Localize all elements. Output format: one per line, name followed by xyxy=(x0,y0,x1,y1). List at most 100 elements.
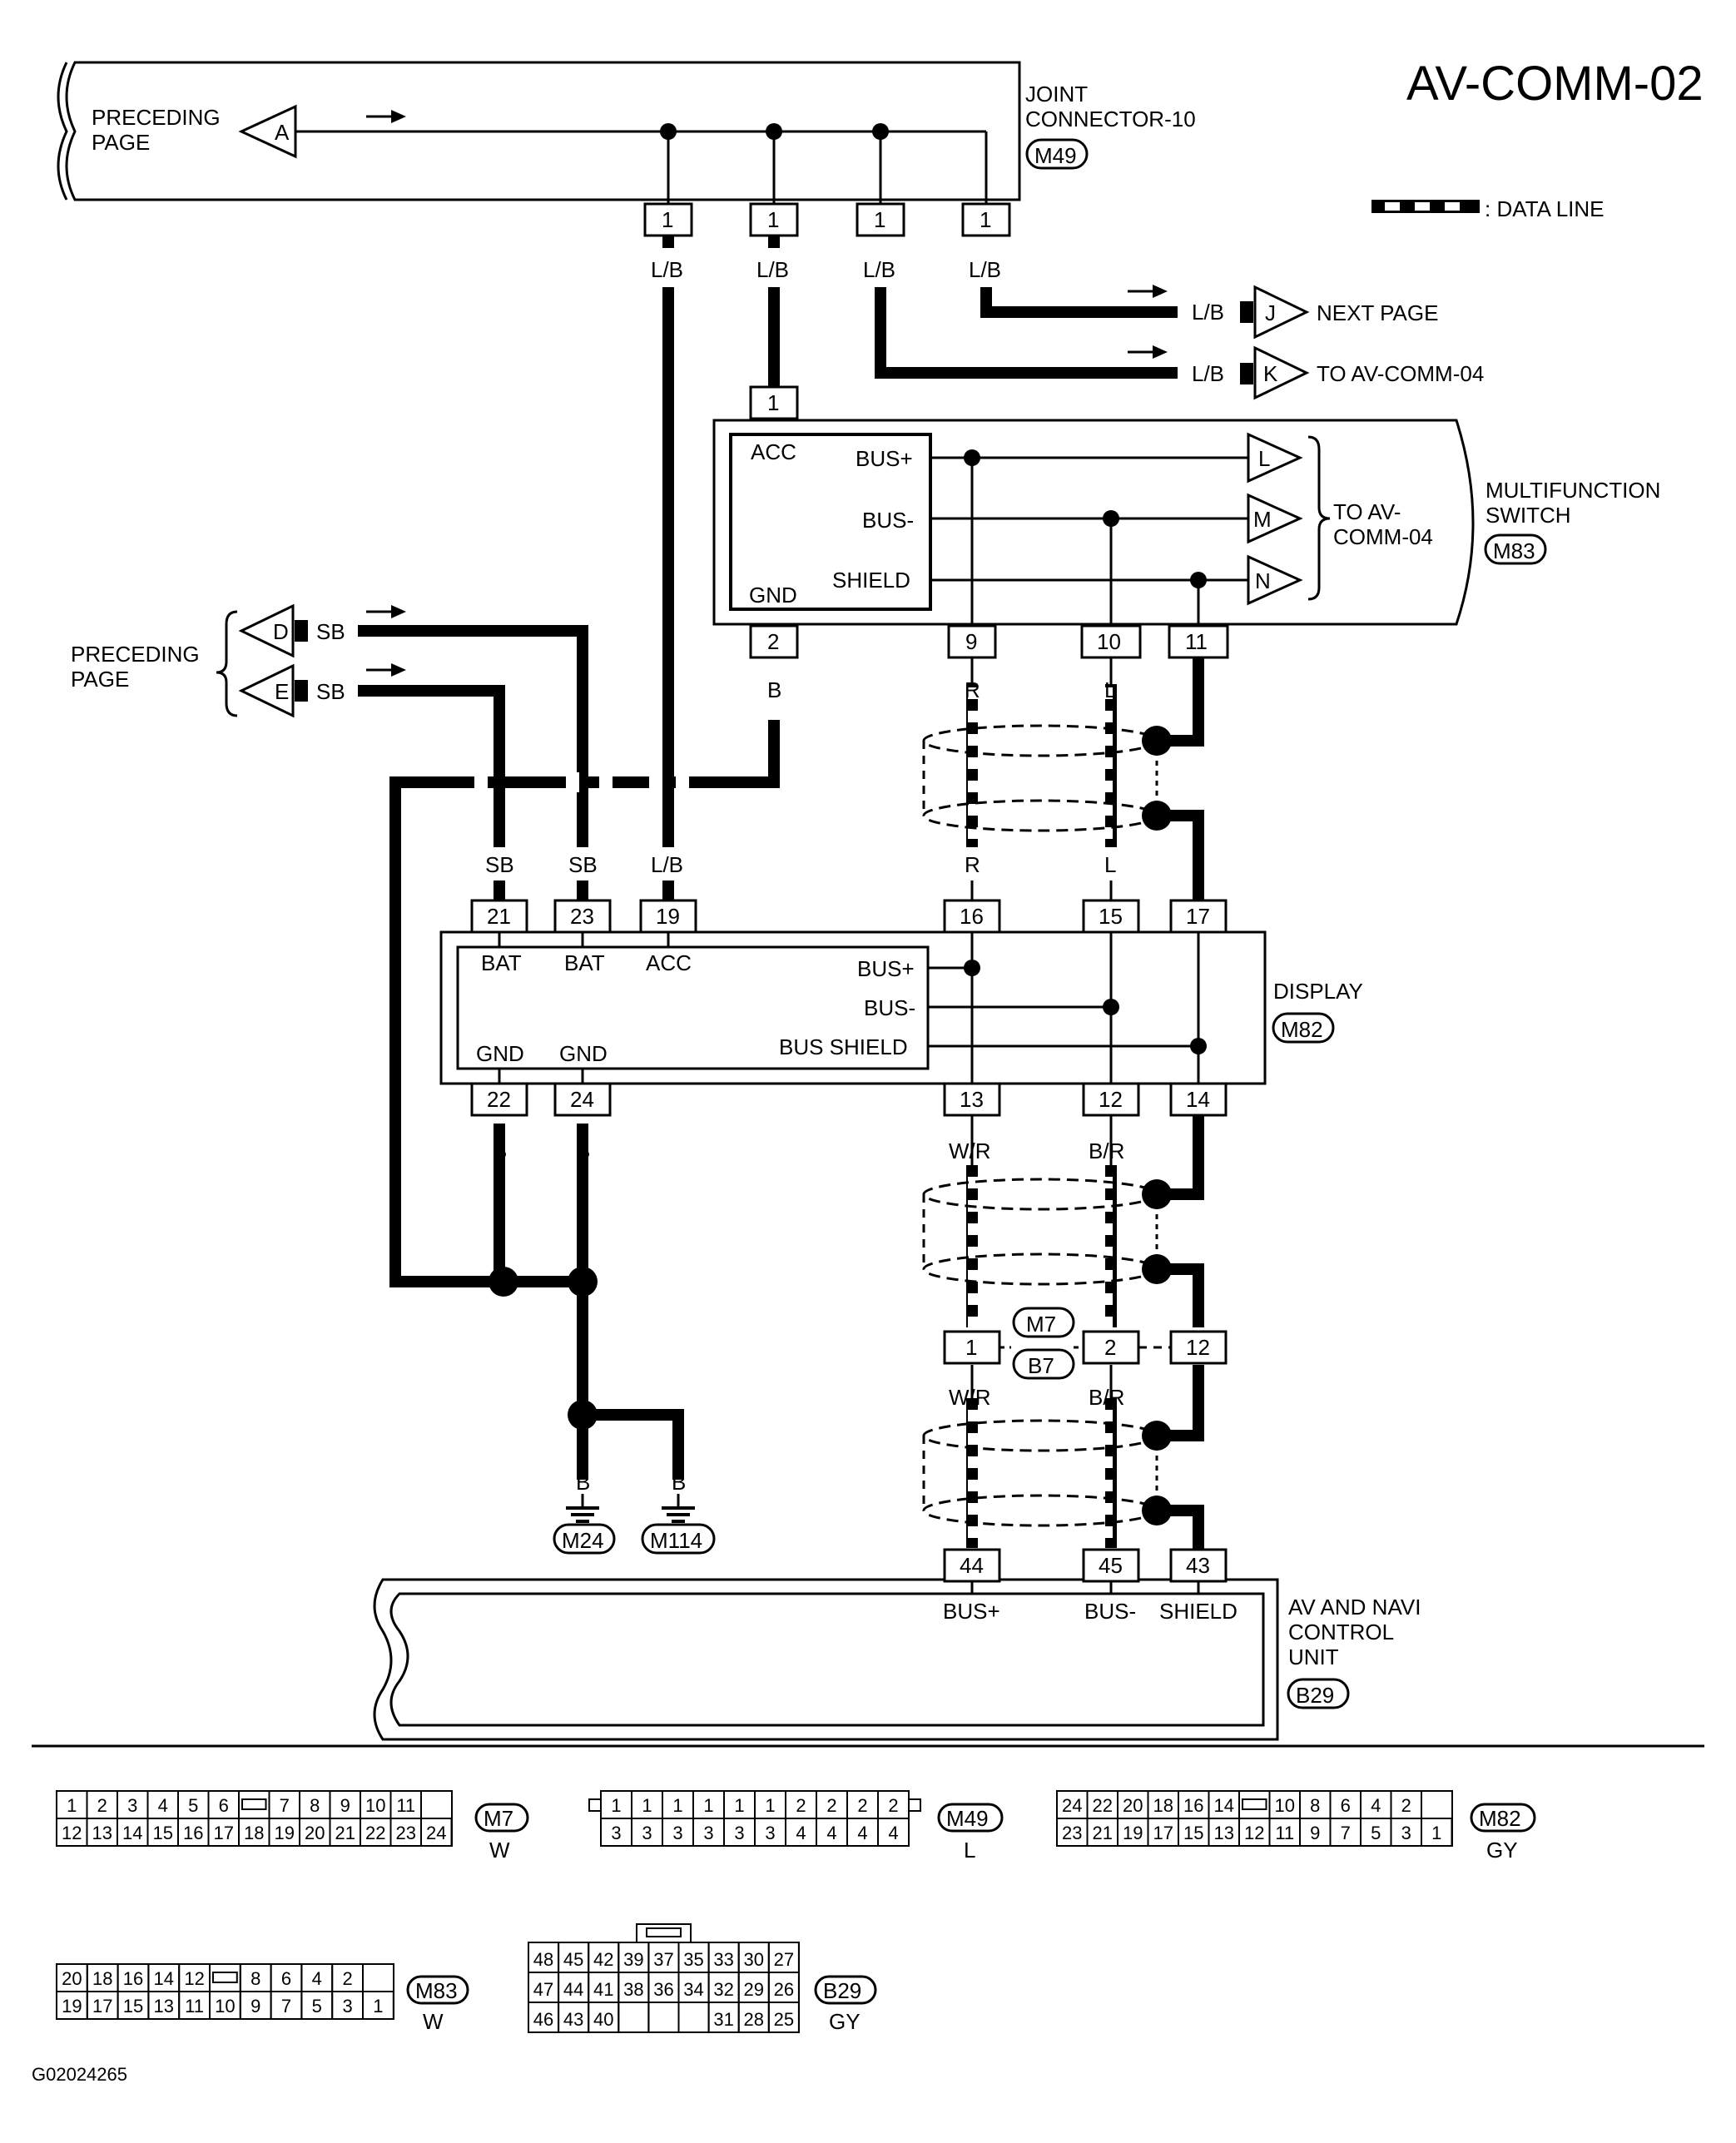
ms-pin-10: 10 xyxy=(1097,629,1121,654)
disp-pin-13: 13 xyxy=(960,1087,984,1112)
connector-pin-number: 18 xyxy=(1153,1795,1173,1816)
av-title-1: AV AND NAVI xyxy=(1288,1595,1421,1620)
connector-cell xyxy=(618,2002,650,2033)
connector-pin-number: 21 xyxy=(1093,1823,1113,1843)
connector-pin-number: 1 xyxy=(672,1795,682,1816)
connector-pin-number: 28 xyxy=(744,2009,764,2030)
connector-pin-number: 11 xyxy=(396,1795,415,1816)
connector-pin-number: 4 xyxy=(312,1968,322,1989)
jc-pin-1: 1 xyxy=(662,207,673,232)
connector-pin-number: 4 xyxy=(796,1823,806,1843)
connector-cell xyxy=(238,1790,270,1819)
ms-pin-gnd: 2 xyxy=(767,629,779,654)
disp-pin-17: 17 xyxy=(1186,904,1210,929)
connector-pin-number: 2 xyxy=(1401,1795,1411,1816)
disp-wire-22: B xyxy=(493,1138,507,1163)
marker-k: K xyxy=(1263,361,1278,386)
ms-to-label-1: TO AV- xyxy=(1333,499,1401,524)
b29-face-id: B29 xyxy=(823,1978,861,2003)
thick-wires xyxy=(358,236,1204,1550)
display-top-pins: 21 23 19 16 15 17 xyxy=(470,899,1228,934)
junction-id-top: M7 xyxy=(1026,1312,1056,1337)
connector-pin-number: 16 xyxy=(183,1823,203,1843)
connector-pin-number: 2 xyxy=(342,1968,352,1989)
display-unit: DISPLAY M82 BAT BAT ACC BUS+ BUS- BUS SH… xyxy=(439,930,1363,1085)
connector-pin-number: 8 xyxy=(250,1968,260,1989)
ms-id: M83 xyxy=(1493,538,1535,563)
connector-pin-number: 9 xyxy=(1310,1823,1320,1843)
jc-pin-2: 1 xyxy=(767,207,779,232)
preceding-page-left: PRECEDING PAGE D SB E SB xyxy=(71,603,345,718)
disp-term-bus-shield: BUS SHIELD xyxy=(779,1034,908,1059)
data-line-legend: : DATA LINE xyxy=(1371,196,1605,221)
connector-pin-number: 42 xyxy=(593,1949,613,1970)
jc-wire-2: L/B xyxy=(756,257,789,282)
ms-to-label-2: COMM-04 xyxy=(1333,524,1433,549)
connector-pin-number: 4 xyxy=(826,1823,836,1843)
ms-term-acc: ACC xyxy=(751,439,796,464)
gnd-id-2: M114 xyxy=(650,1528,702,1553)
connector-pin-number: 18 xyxy=(92,1968,112,1989)
junction-id-bottom: B7 xyxy=(1028,1353,1054,1378)
upper-wire-l-bottom: L xyxy=(1104,852,1116,877)
preceding-left-line2: PAGE xyxy=(71,667,129,692)
lower-data-lines xyxy=(922,1115,1204,1548)
connector-pin-number: 7 xyxy=(1341,1823,1351,1843)
disp-wire-12: B/R xyxy=(1089,1138,1124,1163)
m83-face-id: M83 xyxy=(415,1978,458,2003)
connector-pin-number: 46 xyxy=(533,2009,553,2030)
connector-cell xyxy=(362,1991,394,2020)
connector-cell xyxy=(767,2002,800,2033)
connector-pin-number: 6 xyxy=(1341,1795,1351,1816)
joint-connector-title-2: CONNECTOR-10 xyxy=(1025,107,1196,131)
jc-pin-4: 1 xyxy=(980,207,991,232)
connector-pin-number: 11 xyxy=(1275,1823,1294,1843)
joint-connector-wire-colors: L/B L/B L/B L/B xyxy=(651,257,1001,282)
disp-pin-19: 19 xyxy=(656,904,680,929)
preceding-left-line1: PRECEDING xyxy=(71,642,200,667)
av-term-shield: SHIELD xyxy=(1159,1599,1238,1624)
upper-data-lines: R L R L xyxy=(922,657,1204,900)
connector-pin-number: 16 xyxy=(1183,1795,1203,1816)
connector-key-latch xyxy=(241,1798,267,1810)
connector-pin-number: 14 xyxy=(154,1968,174,1989)
connector-pin-number: 1 xyxy=(765,1795,775,1816)
connector-pin-number: 10 xyxy=(365,1795,385,1816)
to-comm04-wire: L/B xyxy=(1192,361,1224,386)
ms-term-shield: SHIELD xyxy=(832,568,910,593)
connector-pin-number: 10 xyxy=(1275,1795,1295,1816)
connector-pin-number: 14 xyxy=(122,1823,142,1843)
disp-pin-16: 16 xyxy=(960,904,984,929)
connector-pin-number: 13 xyxy=(92,1823,112,1843)
data-line-legend-label: : DATA LINE xyxy=(1485,196,1605,221)
connector-pin-number: 6 xyxy=(281,1968,291,1989)
disp-wire-13: W/R xyxy=(949,1138,991,1163)
connector-pin-number: 2 xyxy=(888,1795,898,1816)
display-bottom-pins: 22 24 13 12 14 B B W/R B/R xyxy=(470,1082,1228,1163)
connector-pin-number: 23 xyxy=(396,1823,416,1843)
av-title-2: CONTROL xyxy=(1288,1620,1394,1644)
preceding-page-line1: PRECEDING xyxy=(92,105,221,130)
ms-term-bus-minus: BUS- xyxy=(862,508,914,533)
connector-pin-number: 4 xyxy=(857,1823,867,1843)
av-pin-43: 43 xyxy=(1186,1553,1210,1578)
m82-face-color: GY xyxy=(1486,1838,1518,1863)
junction-m7-b7: 1 2 12 M7 B7 W/R B/R xyxy=(943,1307,1228,1410)
ms-term-bus-plus: BUS+ xyxy=(856,446,913,471)
connector-pin-number: 3 xyxy=(672,1823,682,1843)
junction-wire-2: B/R xyxy=(1089,1385,1124,1410)
connector-pin-number: 24 xyxy=(1062,1795,1082,1816)
connector-pin-number: 43 xyxy=(563,2009,583,2030)
connector-pin-number: 23 xyxy=(1062,1823,1082,1843)
multifunction-switch: 1 ACC GND BUS+ BUS- SHIELD L M N TO AV- … xyxy=(712,385,1660,631)
connector-pin-number: 35 xyxy=(683,1949,703,1970)
disp-term-bat1: BAT xyxy=(481,950,522,975)
av-title-3: UNIT xyxy=(1288,1644,1339,1669)
connector-pin-number: 5 xyxy=(1371,1823,1381,1843)
ms-pin-acc: 1 xyxy=(767,390,779,415)
connector-pin-number: 11 xyxy=(185,1996,204,2017)
wire-d: SB xyxy=(316,619,345,644)
ms-pin-9: 9 xyxy=(965,629,977,654)
